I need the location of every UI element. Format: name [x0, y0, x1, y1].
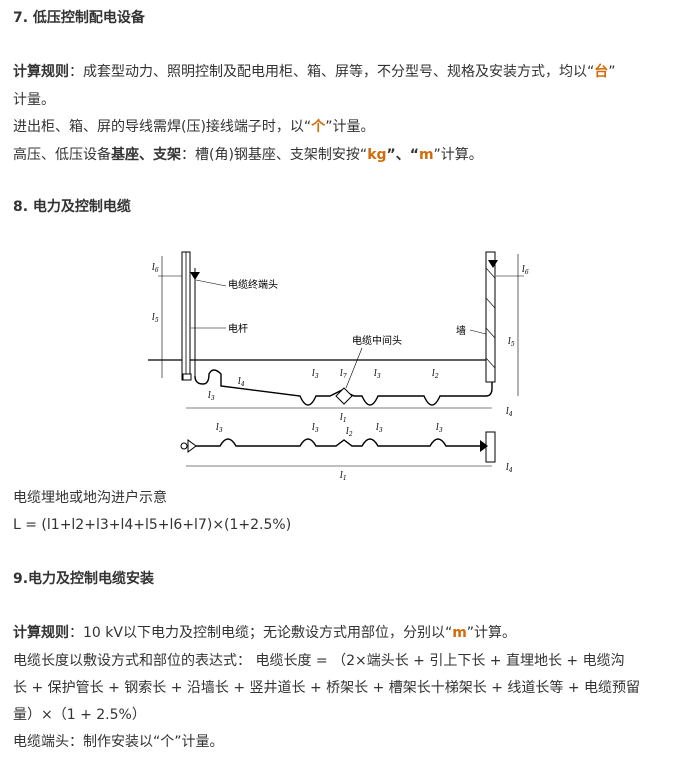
s9-rule-label: 计算规则	[13, 625, 69, 641]
terminal-head-icon	[190, 272, 200, 280]
s9-rule-text: ：10 kV以下电力及控制电缆；无论敷设方式用部位，分别以“	[69, 625, 453, 641]
s7-line3: 高压、低压设备基座、支架：槽(角)钢基座、支架制安按“kg”、“m”计算。	[13, 145, 483, 165]
l6-label-right: l6	[522, 265, 529, 276]
joint-label: 电缆中间头	[352, 334, 402, 347]
section-7-heading: 7. 低压控制配电设备	[13, 10, 145, 26]
s7-rule-cont: 计量。	[13, 92, 55, 108]
s7-rule-label: 计算规则	[13, 64, 69, 80]
wall-hatch-2	[485, 297, 496, 309]
s9-rule-unit: m	[452, 625, 467, 641]
wall-label: 墙	[456, 324, 466, 337]
l5-label-left: l5	[152, 313, 159, 324]
wall-hatch-1	[485, 267, 496, 279]
terminal-leader	[195, 279, 227, 287]
s7-rule-end: ”	[608, 64, 616, 80]
wall-hatch-3	[485, 327, 496, 339]
section-9-heading: 9.电力及控制电缆安装	[13, 571, 155, 587]
pole-base	[182, 373, 192, 381]
s9-rule-line: 计算规则：10 kV以下电力及控制电缆；无论敷设方式用部位，分别以“m”计算。	[13, 623, 516, 643]
s7-line2: 进出柜、箱、屏的导线需焊(压)接线端子时，以“个”计量。	[13, 117, 374, 137]
l3-label-b: l3	[312, 369, 319, 380]
plan-l3-label-d: l3	[436, 423, 443, 434]
s7-line3-end: ”计算。	[433, 147, 483, 163]
buried-cable-path	[194, 364, 493, 406]
s7-rule-text: ：成套型动力、照明控制及配电用柜、箱、屏等，不分型号、规格及安装方式，均以“	[69, 64, 595, 80]
s7-line3-bold: 基座、支架	[111, 147, 181, 163]
cable-routing-diagram: 电缆终端头 电杆 l6 l5 电缆中间头 墙 l6 l5 l3 l4 l3 l7	[140, 248, 550, 488]
l5-label-right: l5	[508, 337, 515, 348]
plan-l3-label-c: l3	[376, 423, 383, 434]
cable-joint-icon	[335, 387, 353, 405]
s7-line2-pre: 进出柜、箱、屏的导线需焊(压)接线端子时，以“	[13, 119, 312, 135]
s7-rule-unit: 台	[594, 64, 609, 80]
plan-l2-label: l2	[346, 427, 353, 438]
s9-length-line-3: 量）×（1 + 2.5%）	[13, 707, 146, 723]
s7-line3-sep: ”、“	[386, 147, 419, 163]
s7-line3-kg: kg	[367, 147, 387, 163]
diagram-caption: 电缆埋地或地沟进户示意	[13, 490, 167, 506]
s7-line3-pre: 高压、低压设备	[13, 147, 111, 163]
wall-leader	[469, 329, 487, 335]
s9-length-line-1: 电缆长度以敷设方式和部位的表达式： 电缆长度 = （2×端头长 + 引上下长 +…	[13, 653, 625, 669]
wall-terminal-icon	[488, 260, 498, 268]
l4-label-bottom: l4	[506, 463, 513, 474]
l4-label-top: l4	[506, 407, 513, 418]
cable-formula: L = (l1+l2+l3+l4+l5+l6+l7)×(1+2.5%)	[13, 517, 292, 533]
s9-terminal-line: 电缆端头：制作安装以“个”计量。	[13, 734, 224, 750]
s7-line3-m: m	[418, 147, 434, 163]
joint-leader	[345, 347, 363, 389]
s7-line2-end: ”计量。	[325, 119, 375, 135]
plan-cable-path	[196, 438, 486, 447]
plan-wall	[485, 431, 496, 463]
pole-label: 电杆	[228, 322, 248, 335]
wall	[485, 251, 496, 383]
plan-wall-terminal-icon	[480, 440, 488, 452]
l6-label-left: l6	[152, 263, 159, 274]
s9-rule-end: ”计算。	[466, 625, 517, 641]
l1-label-top: l1	[340, 413, 347, 424]
l3-label-a: l3	[208, 391, 215, 402]
l7-label: l7	[340, 369, 347, 380]
plan-pole-icon	[180, 442, 188, 450]
plan-l3-label-b: l3	[312, 423, 319, 434]
l3-label-c: l3	[374, 369, 381, 380]
s7-rule-line: 计算规则：成套型动力、照明控制及配电用柜、箱、屏等，不分型号、规格及安装方式，均…	[13, 62, 616, 82]
plan-l3-label-a: l3	[216, 423, 223, 434]
s7-line2-unit: 个	[311, 119, 326, 135]
l2-label-a: l2	[432, 369, 439, 380]
l1-label-bottom: l1	[340, 471, 347, 482]
plan-terminal-icon	[187, 439, 197, 453]
terminal-label: 电缆终端头	[228, 278, 278, 291]
wall-hatch-4	[485, 357, 496, 369]
s9-length-line-2: 长 + 保护管长 + 钢索长 + 沿墙长 + 竖井道长 + 桥架长 + 槽架长十…	[13, 680, 641, 696]
s7-line3-mid: ：槽(角)钢基座、支架制安按“	[181, 147, 368, 163]
l4-label-a: l4	[238, 377, 245, 388]
cable-diagram-svg: 电缆终端头 电杆 l6 l5 电缆中间头 墙 l6 l5 l3 l4 l3 l7	[148, 251, 529, 482]
section-8-heading: 8. 电力及控制电缆	[13, 199, 131, 215]
